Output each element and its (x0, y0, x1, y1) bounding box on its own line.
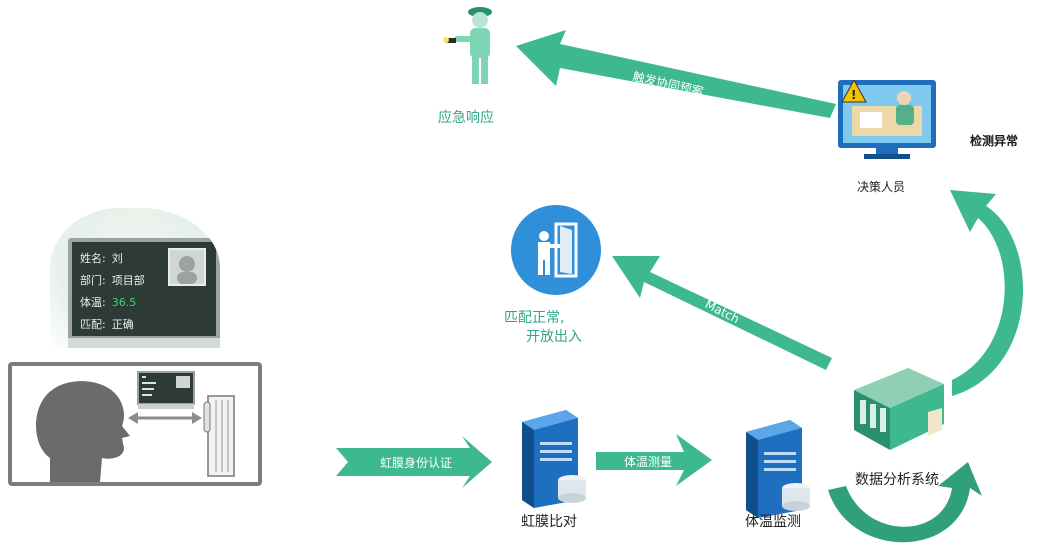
id-card-row-match: 匹配: 正确 (80, 316, 134, 332)
node-emergency-response: 应急响应 (438, 110, 494, 126)
id-card-row-name: 姓名: 刘 (80, 250, 123, 266)
id-card-dept-label: 部门: (80, 274, 106, 287)
arrow-iris-auth: 虹膜身份认证 (336, 436, 492, 488)
node-decision-maker: 决策人员 (857, 180, 906, 194)
node-analysis-system: 数据分析系统 (855, 472, 939, 488)
security-guard-icon (443, 7, 492, 84)
edge-label-temp-measure: 体温测量 (624, 455, 672, 469)
arrow-anomaly-curve (950, 190, 1024, 396)
node-temperature-monitor: 体温监测 (745, 514, 801, 530)
analysis-server-icon (854, 368, 944, 450)
arrow-loop-curve (828, 462, 982, 543)
arrow-trigger-plan: 触发协同预案 (516, 30, 836, 118)
temperature-server-icon (746, 420, 810, 518)
decision-monitor-icon: ! (838, 80, 936, 159)
id-card-name-value: 刘 (111, 252, 123, 265)
door-access-icon (511, 205, 601, 295)
id-card-temp-value: 36.5 (111, 296, 137, 309)
node-iris-compare: 虹膜比对 (521, 514, 577, 530)
id-card-match-value: 正确 (111, 318, 134, 331)
id-card-base (68, 338, 220, 348)
id-card-dept-value: 项目部 (111, 274, 145, 287)
edge-label-anomaly: 检测异常 (970, 134, 1019, 148)
arrow-match: Match (612, 256, 832, 370)
id-card-match-label: 匹配: (80, 318, 106, 331)
id-card-row-dept: 部门: 项目部 (80, 272, 145, 288)
id-photo-icon (168, 248, 206, 286)
id-card-display: 姓名: 刘 部门: 项目部 体温: 36.5 匹配: 正确 (50, 208, 220, 348)
node-match-ok-line1: 匹配正常, (504, 310, 565, 326)
svg-text:!: ! (851, 88, 856, 102)
edge-label-iris-auth: 虹膜身份认证 (380, 455, 452, 470)
edge-label-match: Match (703, 297, 742, 326)
id-card-name-label: 姓名: (80, 252, 106, 265)
node-match-ok-line2: 开放出入 (526, 329, 582, 345)
id-card-screen: 姓名: 刘 部门: 项目部 体温: 36.5 匹配: 正确 (68, 238, 220, 340)
iris-server-icon (522, 410, 586, 508)
iris-scan-scene (8, 362, 262, 486)
arrow-temp-measure: 体温测量 (596, 434, 712, 486)
id-card-temp-label: 体温: (80, 296, 106, 309)
person-scanning-icon (36, 371, 235, 482)
id-card-row-temp: 体温: 36.5 (80, 294, 136, 310)
